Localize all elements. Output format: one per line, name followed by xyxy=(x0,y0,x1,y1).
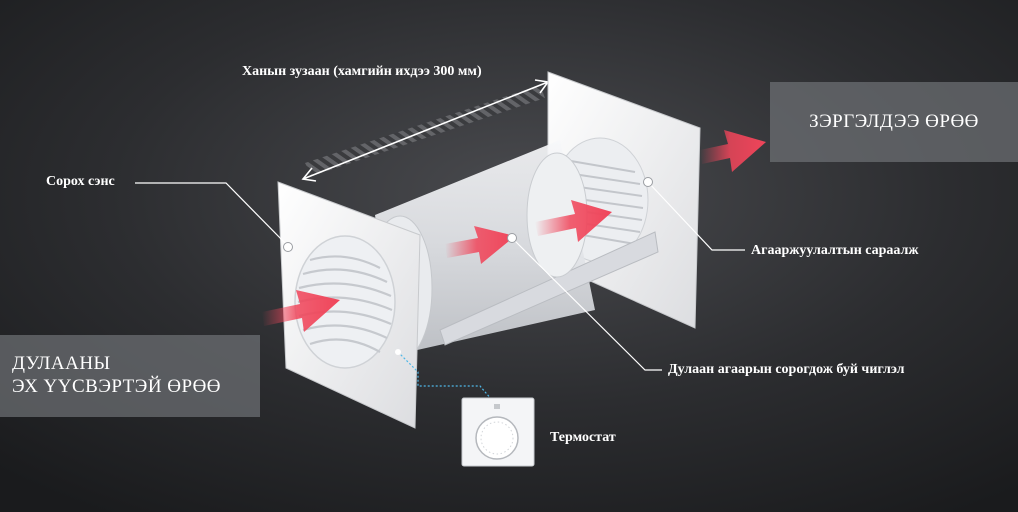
flow-arrow-mid-1 xyxy=(445,226,515,264)
label-thermostat: Термостат xyxy=(550,430,616,445)
callout-line-intake-fan xyxy=(135,182,288,246)
flow-arrow-intake xyxy=(262,290,340,332)
panel-heat-source-line1: ДУЛААНЫ xyxy=(12,353,111,375)
panel-heat-source-room: ДУЛААНЫ ЭХ ҮҮСВЭРТЭЙ ӨРӨӨ xyxy=(0,335,260,417)
callout-point-airflow xyxy=(507,233,517,243)
callout-lines xyxy=(135,181,745,371)
callout-points xyxy=(283,177,653,252)
callout-line-vent-grille xyxy=(647,181,745,251)
callout-line-airflow xyxy=(511,237,662,371)
callout-point-vent-grille xyxy=(643,177,653,187)
panel-heat-source-line2: ЭХ ҮҮСВЭРТЭЙ ӨРӨӨ xyxy=(12,376,222,397)
panel-adjacent-room: ЗЭРГЭЛДЭЭ ӨРӨӨ xyxy=(770,82,1018,162)
tube-tray xyxy=(439,231,659,346)
thermostat-device xyxy=(461,397,535,467)
red-arrow-icon xyxy=(262,130,766,332)
label-wall-thickness: Ханын зузаан (хамгийн ихдээ 300 мм) xyxy=(242,64,482,79)
thermostat-wire-dot xyxy=(395,349,401,355)
intake-fan-grille xyxy=(294,235,396,369)
label-airflow-direction: Дулаан агаарын сорогдож буй чиглэл xyxy=(668,362,905,377)
panel-adjacent-room-text: ЗЭРГЭЛДЭЭ ӨРӨӨ xyxy=(809,111,979,132)
label-intake-fan: Сорох сэнс xyxy=(46,174,115,189)
label-vent-grille: Агааржуулалтын сараалж xyxy=(751,243,919,258)
flow-arrow-mid-2 xyxy=(535,200,612,242)
flow-arrow-exit xyxy=(700,130,766,172)
callout-point-intake-fan xyxy=(283,242,293,252)
